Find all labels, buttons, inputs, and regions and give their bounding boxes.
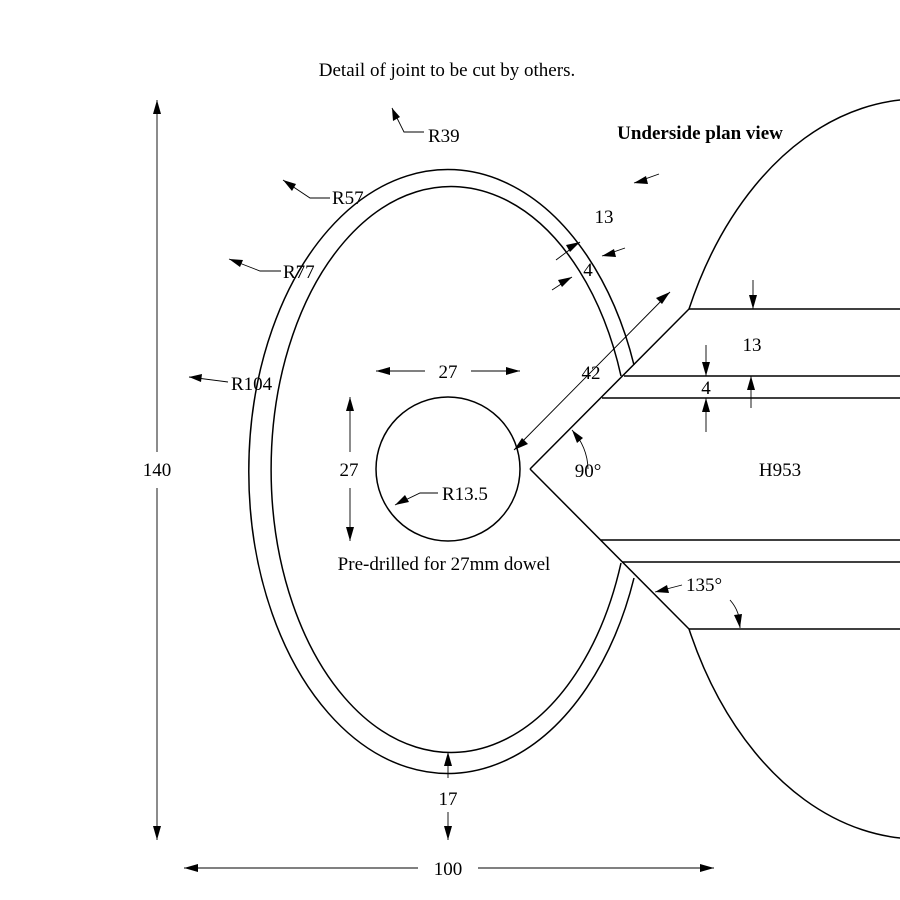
dim-arm-diag [513,291,671,451]
angle-135-arc [654,584,742,629]
drawing-title: Detail of joint to be cut by others. [319,60,575,81]
label-r57: R57 [332,188,364,209]
label-r13-5: R13.5 [442,484,488,505]
chamfer-lower [529,468,690,630]
label-angle-135: 135° [686,575,722,596]
dim-hole-height-label: 27 [340,460,359,481]
dim-band-4 [551,247,626,291]
label-band-13: 13 [595,207,614,228]
leader-r57 [282,179,330,199]
label-band-4: 4 [583,260,593,281]
ring-inner-edge [270,185,622,754]
dim-hole-height [346,397,354,541]
dim-width [184,864,714,872]
label-arm-4: 4 [701,378,711,399]
dim-arm-13 [749,280,757,309]
dowel-hole [375,396,521,542]
leader-r13-5 [394,492,438,506]
dim-band-13 [555,173,660,261]
chamfer-upper [529,308,690,470]
dim-arm-4 [702,345,710,432]
dim-hole-width [376,367,520,375]
label-r77: R77 [283,262,315,283]
ring-outer-edge [248,168,635,775]
dim-width-label: 100 [434,859,463,880]
dim-height [153,100,161,840]
label-r104: R104 [231,374,273,395]
dim-arm-4-right [747,376,755,408]
leader-r104 [188,374,229,383]
label-arm-diag: 42 [582,363,601,384]
dim-bottom-label: 17 [439,789,458,810]
leader-r77 [228,258,281,272]
outer-outline [688,99,900,839]
view-label: Underside plan view [617,123,783,144]
label-arm-13: 13 [743,335,762,356]
label-r39: R39 [428,126,460,147]
angle-90-arc [571,429,589,470]
dim-hole-width-label: 27 [439,362,458,383]
dowel-note: Pre-drilled for 27mm dowel [338,554,551,575]
material-label: H953 [759,460,801,481]
dim-height-label: 140 [143,460,172,481]
dim-bottom [444,752,452,840]
leader-r39 [391,107,424,133]
label-angle-90: 90° [575,461,602,482]
